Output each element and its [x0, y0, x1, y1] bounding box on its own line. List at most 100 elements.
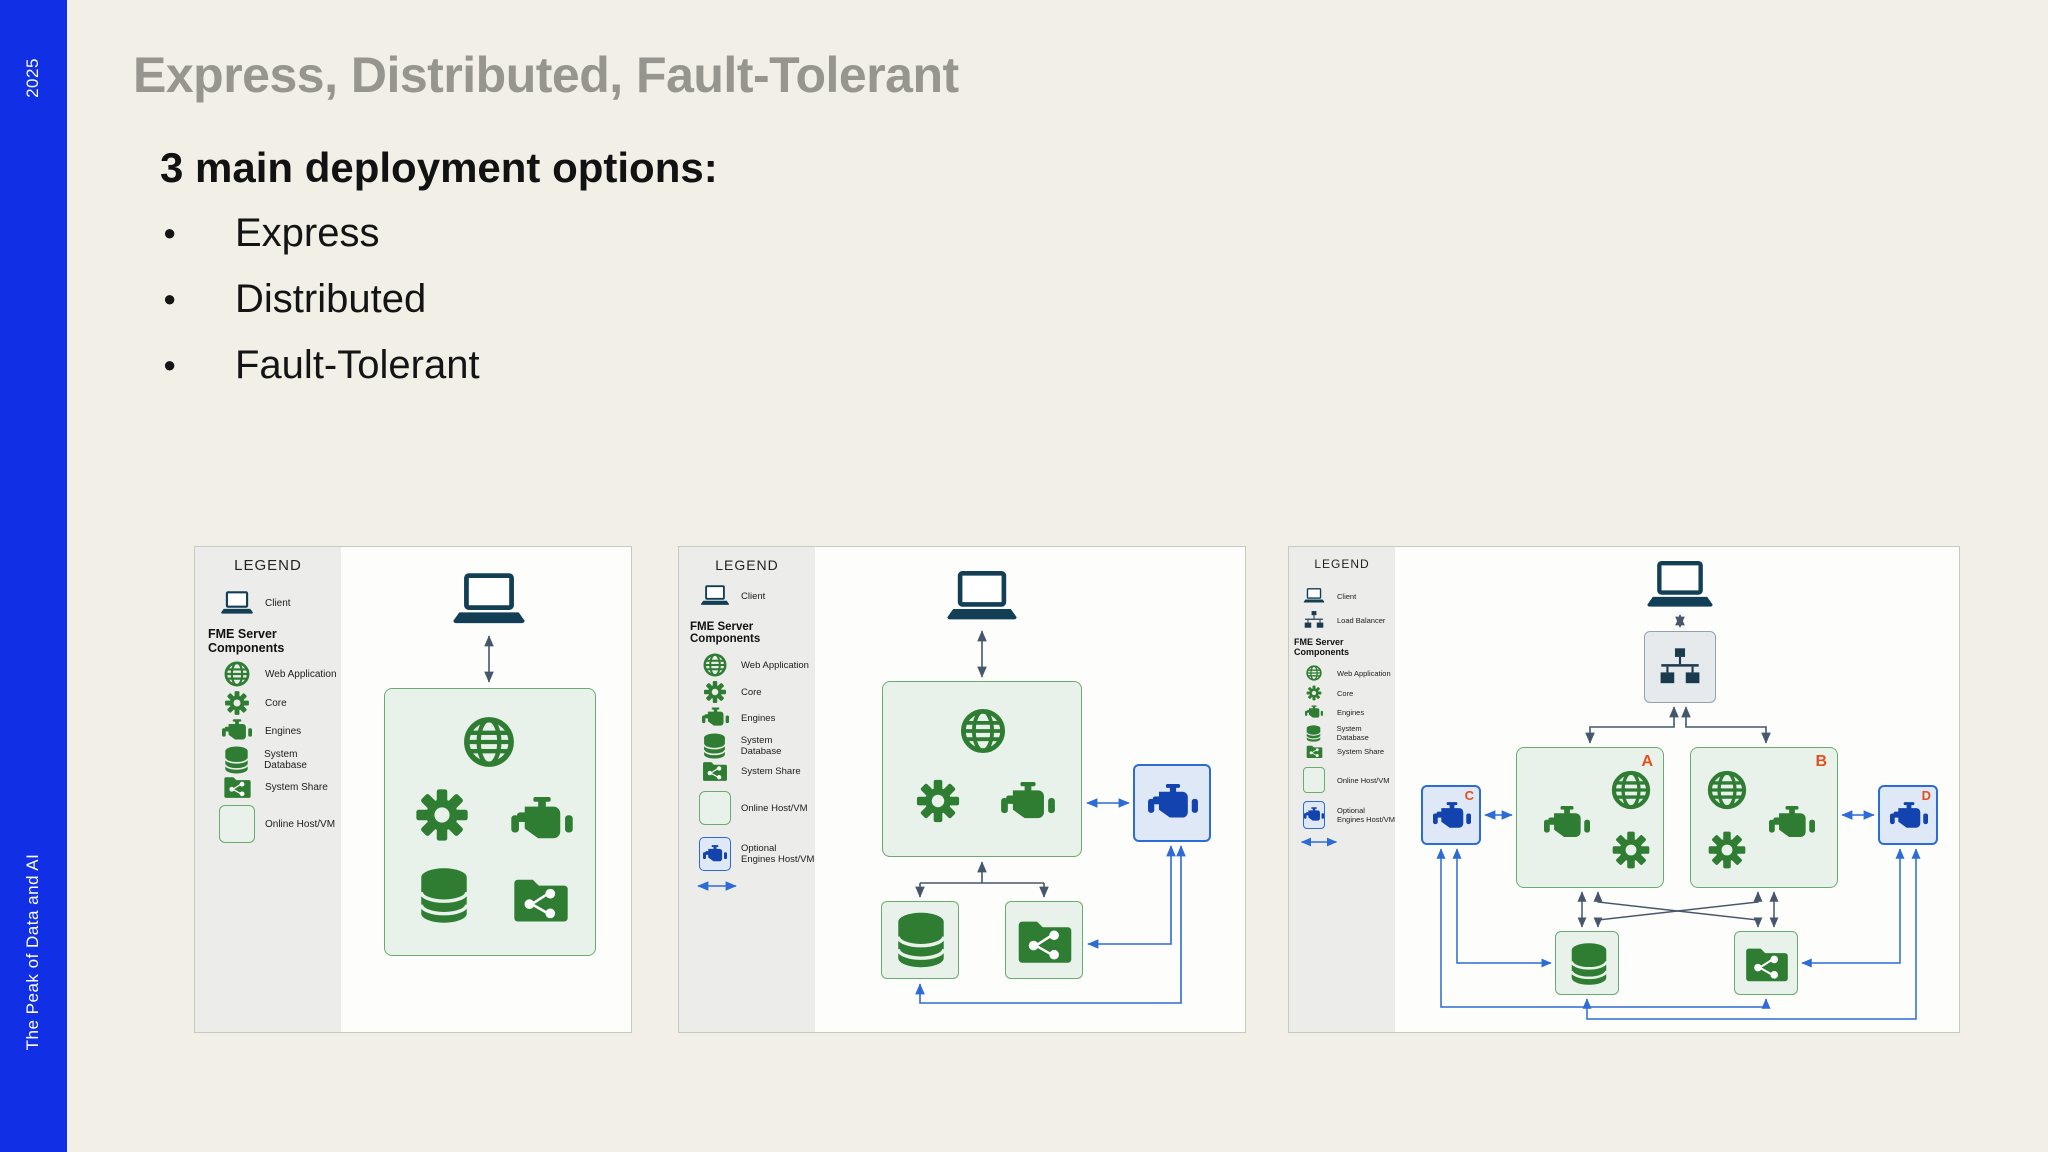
engine-icon	[1890, 802, 1928, 832]
legend-components-header: FME Server Components	[208, 627, 285, 655]
legend-row-system-share: System Share	[1303, 744, 1384, 759]
legend-label: System Share	[265, 781, 328, 793]
client-laptop-icon	[451, 573, 527, 628]
optional-engines-swatch	[1303, 801, 1325, 829]
engines-icon	[511, 797, 573, 845]
legend-row-client: Client	[699, 585, 765, 607]
list-item: ● Distributed	[163, 266, 480, 332]
core-icon	[414, 787, 470, 843]
legend-label: Engines	[741, 712, 776, 724]
load-balancer-box	[1644, 631, 1716, 703]
optional-engines-box-c: C	[1421, 785, 1481, 845]
sidebar-year: 2025	[23, 58, 42, 98]
legend-row-system-share: System Share	[699, 760, 801, 782]
host-label-a: A	[1641, 753, 1653, 770]
online-host-swatch	[1303, 767, 1325, 793]
legend-row-web-application: Web Application	[699, 653, 809, 677]
web-application-icon	[1707, 770, 1747, 810]
system-share-icon	[512, 875, 570, 924]
online-host-box	[882, 681, 1082, 857]
client-laptop-icon	[1645, 561, 1715, 611]
core-icon	[1611, 830, 1651, 870]
legend-label: Online Host/VM	[265, 818, 336, 830]
system-database-box	[1555, 931, 1619, 995]
legend-title: LEGEND	[234, 557, 302, 574]
slide-heading: 3 main deployment options:	[160, 144, 718, 191]
web-application-icon	[1611, 770, 1651, 810]
legend-label: System Database	[740, 735, 782, 757]
legend-label: Engines	[265, 725, 302, 737]
sidebar-footer: The Peak of Data and AI	[23, 853, 42, 1051]
host-label-c: C	[1464, 788, 1474, 803]
legend-label: System Database	[264, 749, 307, 771]
load-balancer-icon	[1657, 648, 1703, 686]
system-database-icon	[896, 911, 946, 969]
legend-label: Web Application	[265, 668, 337, 680]
online-host-box-a: A	[1516, 747, 1664, 888]
legend-row-engines: Engines	[699, 707, 775, 729]
legend-row-system-database: System Database	[219, 746, 341, 774]
legend-label: Core	[1337, 688, 1354, 698]
legend-row-online-host: Online Host/VM	[1303, 767, 1390, 793]
diagram-express: LEGEND Client FME Server Components Web …	[194, 546, 632, 1033]
legend-row-client: Client	[219, 591, 291, 616]
bullet-icon: ●	[163, 220, 177, 245]
legend-row-system-database: System Database	[699, 733, 815, 759]
engine-icon	[1148, 784, 1198, 823]
diagram-canvas	[679, 547, 1245, 1032]
legend-row-web-application: Web Application	[1303, 665, 1391, 681]
core-icon	[1707, 830, 1747, 870]
legend-express: LEGEND Client FME Server Components Web …	[195, 547, 341, 1032]
legend-label: Core	[265, 697, 287, 709]
host-label-b: B	[1815, 753, 1827, 770]
diagram-fault-tolerant: LEGEND Client Load Balancer FME Server C…	[1288, 546, 1960, 1033]
bullet-icon: ●	[163, 352, 177, 377]
engines-icon	[1001, 782, 1055, 824]
legend-components-header: FME Server Components	[1294, 637, 1349, 657]
bullet-label: Express	[235, 210, 380, 255]
online-host-box-b: B	[1690, 747, 1838, 888]
system-share-icon	[1744, 945, 1790, 983]
legend-components-header: FME Server Components	[690, 621, 761, 645]
web-application-icon	[960, 708, 1006, 754]
legend-fault-tolerant: LEGEND Client Load Balancer FME Server C…	[1289, 547, 1395, 1032]
diagram-canvas: A B C D	[1289, 547, 1959, 1032]
system-database-box	[881, 901, 959, 979]
legend-label: Online Host/VM	[741, 802, 808, 814]
legend-row-core: Core	[219, 690, 287, 716]
legend-label: Online Host/VM	[1337, 775, 1390, 785]
system-share-box	[1734, 931, 1798, 995]
legend-label: System Share	[1337, 747, 1385, 756]
legend-label: Load Balancer	[1337, 615, 1386, 625]
legend-row-online-host: Online Host/VM	[699, 791, 808, 825]
legend-label: Engines	[1337, 708, 1365, 717]
optional-engines-box	[1133, 764, 1211, 842]
legend-label: System Database	[1336, 724, 1369, 742]
host-label-d: D	[1921, 788, 1931, 803]
list-item: ● Express	[163, 200, 480, 266]
system-database-icon	[419, 867, 469, 924]
diagram-canvas	[195, 547, 631, 1032]
legend-row-engines: Engines	[219, 719, 301, 743]
legend-label: Client	[265, 598, 291, 609]
online-host-swatch	[699, 791, 731, 825]
web-application-icon	[463, 716, 515, 768]
sidebar: 2025 The Peak of Data and AI	[0, 0, 67, 1152]
page-title: Express, Distributed, Fault-Tolerant	[133, 47, 959, 103]
bullet-label: Distributed	[235, 276, 427, 321]
legend-row-core: Core	[699, 680, 762, 704]
engines-icon	[1544, 806, 1590, 842]
legend-label: Web Application	[741, 659, 809, 671]
client-laptop-icon	[945, 571, 1019, 624]
legend-row-load-balancer: Load Balancer	[1303, 610, 1385, 630]
list-item: ● Fault-Tolerant	[163, 332, 480, 398]
bullet-label: Fault-Tolerant	[235, 342, 480, 387]
system-share-icon	[1016, 917, 1074, 965]
core-icon	[915, 778, 961, 824]
legend-title: LEGEND	[1314, 557, 1370, 571]
optional-engines-swatch	[699, 837, 731, 871]
optional-engines-box-d: D	[1878, 785, 1938, 845]
